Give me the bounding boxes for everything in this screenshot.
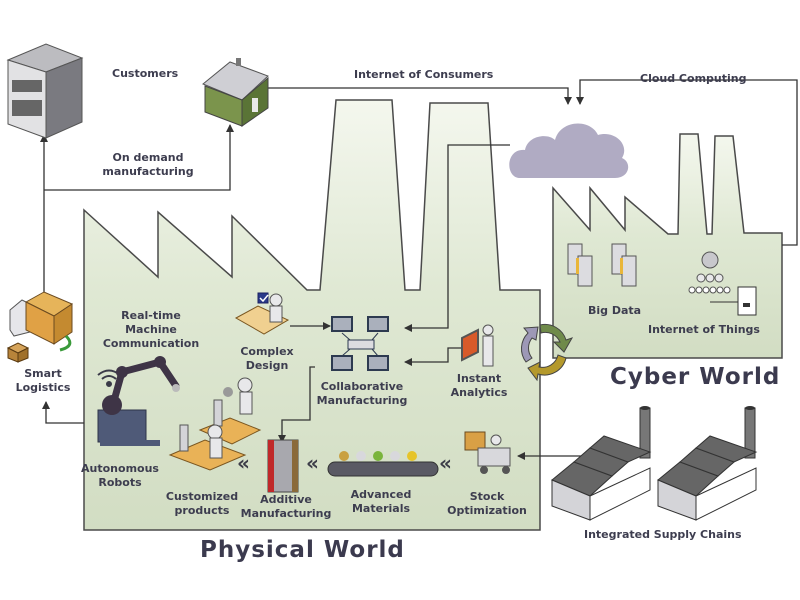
line-on-demand-to-house — [44, 124, 234, 191]
smart-logistics-label: Smart Logistics — [4, 367, 82, 395]
robots-line2: Robots — [98, 476, 142, 489]
connectors — [40, 79, 798, 460]
line-cloud-to-collab — [404, 144, 510, 332]
line-cyber-to-cloud — [576, 79, 798, 246]
smart-logistics-line2: Logistics — [15, 381, 71, 394]
realtime-communication-label: Real-time Machine Communication — [98, 309, 204, 351]
instant-analytics-label: Instant Analytics — [446, 372, 512, 400]
complex-design-icon — [234, 292, 290, 335]
stock-line2: Optimization — [447, 504, 527, 517]
instant-line1: Instant — [456, 372, 502, 385]
on-demand-manufacturing-label: On demand manufacturing — [98, 151, 198, 179]
materials-line1: Advanced — [350, 488, 412, 501]
complex-line1: Complex — [240, 345, 294, 358]
on-demand-line2: manufacturing — [102, 165, 194, 178]
delivery-truck-icon — [6, 291, 74, 363]
customized-products-label: Customized products — [160, 490, 244, 518]
autonomous-robots-label: Autonomous Robots — [80, 462, 160, 490]
cloud-icon — [509, 123, 629, 178]
custom-line1: Customized — [165, 490, 239, 503]
line-collab-to-additive — [278, 366, 315, 443]
line-analytics-to-collab — [404, 347, 462, 366]
materials-line2: Materials — [351, 502, 411, 515]
additive-line2: Manufacturing — [240, 507, 332, 520]
custom-line2: products — [174, 504, 230, 517]
collaborative-manufacturing-label: Collaborative Manufacturing — [312, 380, 412, 408]
flow-arrow-3: « — [439, 451, 452, 475]
flow-arrow-1: « — [237, 451, 250, 475]
collab-line2: Manufacturing — [316, 394, 408, 407]
additive-manufacturing-label: Additive Manufacturing — [238, 493, 334, 521]
stock-optimization-label: Stock Optimization — [440, 490, 534, 518]
advanced-materials-label: Advanced Materials — [343, 488, 419, 516]
cycle-arrows-icon — [520, 323, 574, 382]
house-icon — [202, 58, 269, 127]
realtime-line3: Communication — [102, 337, 200, 350]
line-factory-to-logistics — [42, 401, 84, 424]
conveyor-belt-icon — [327, 451, 439, 477]
office-building-icon — [6, 43, 84, 139]
networked-computers-icon — [331, 316, 389, 371]
cyber-world-title: Cyber World — [610, 364, 781, 390]
on-demand-line1: On demand — [112, 151, 184, 164]
line-house-to-cloud — [268, 87, 572, 105]
customers-label: Customers — [112, 67, 179, 80]
internet-of-consumers-label: Internet of Consumers — [354, 68, 494, 81]
physical-world-factory — [83, 99, 541, 531]
instant-line2: Analytics — [450, 386, 508, 399]
big-data-label: Big Data — [588, 304, 642, 317]
robot-arm-icon — [97, 356, 180, 446]
iot-label: Internet of Things — [648, 323, 760, 336]
flow-arrow-2: « — [306, 451, 319, 475]
smart-logistics-line1: Smart — [24, 367, 62, 380]
cloud-computing-label: Cloud Computing — [640, 72, 747, 85]
customized-products-icon — [168, 377, 262, 471]
realtime-line2: Machine — [125, 323, 177, 336]
physical-world-title: Physical World — [200, 537, 405, 563]
iot-network-icon — [688, 251, 757, 316]
integrated-supply-chains-label: Integrated Supply Chains — [584, 528, 742, 541]
big-data-servers-icon — [567, 243, 637, 287]
complex-design-label: Complex Design — [232, 345, 302, 373]
complex-line2: Design — [245, 359, 289, 372]
collab-line1: Collaborative — [320, 380, 404, 393]
3d-printer-icon — [267, 439, 299, 493]
forklift-icon — [464, 431, 511, 474]
realtime-line1: Real-time — [121, 309, 181, 322]
robots-line1: Autonomous — [81, 462, 159, 475]
supply-chain-factory-1-icon — [551, 406, 652, 521]
instant-analytics-icon — [461, 324, 494, 367]
stock-line1: Stock — [469, 490, 505, 503]
supply-chain-factory-2-icon — [657, 406, 758, 521]
additive-line1: Additive — [260, 493, 312, 506]
